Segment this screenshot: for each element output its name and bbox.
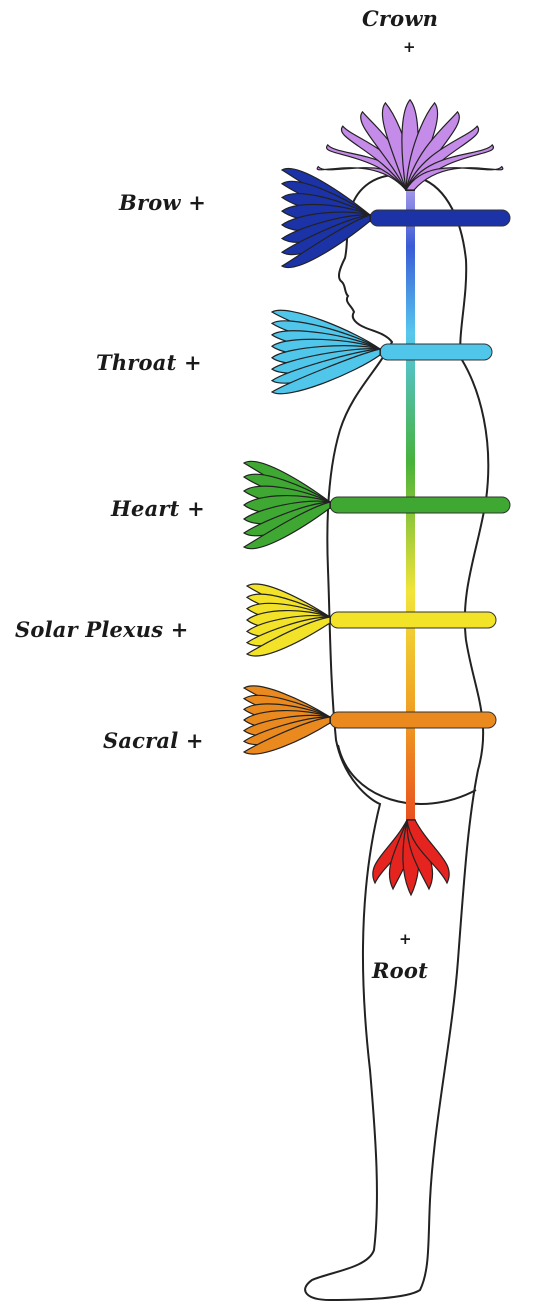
label-crown: Crown: [362, 6, 438, 31]
brow-stem: [370, 210, 510, 226]
label-brow: Brow +: [119, 190, 206, 215]
marker-root: +: [399, 930, 412, 948]
central-channel: [406, 160, 415, 880]
label-heart: Heart +: [111, 496, 205, 521]
sacral-stem: [330, 712, 496, 728]
solar-stem: [330, 612, 496, 628]
marker-crown: +: [403, 38, 416, 56]
label-root: Root: [372, 958, 428, 983]
heart-stem: [330, 497, 510, 513]
label-throat: Throat +: [96, 350, 202, 375]
label-solar-plexus: Solar Plexus +: [15, 617, 189, 642]
label-sacral: Sacral +: [103, 728, 204, 753]
throat-stem: [380, 344, 492, 360]
